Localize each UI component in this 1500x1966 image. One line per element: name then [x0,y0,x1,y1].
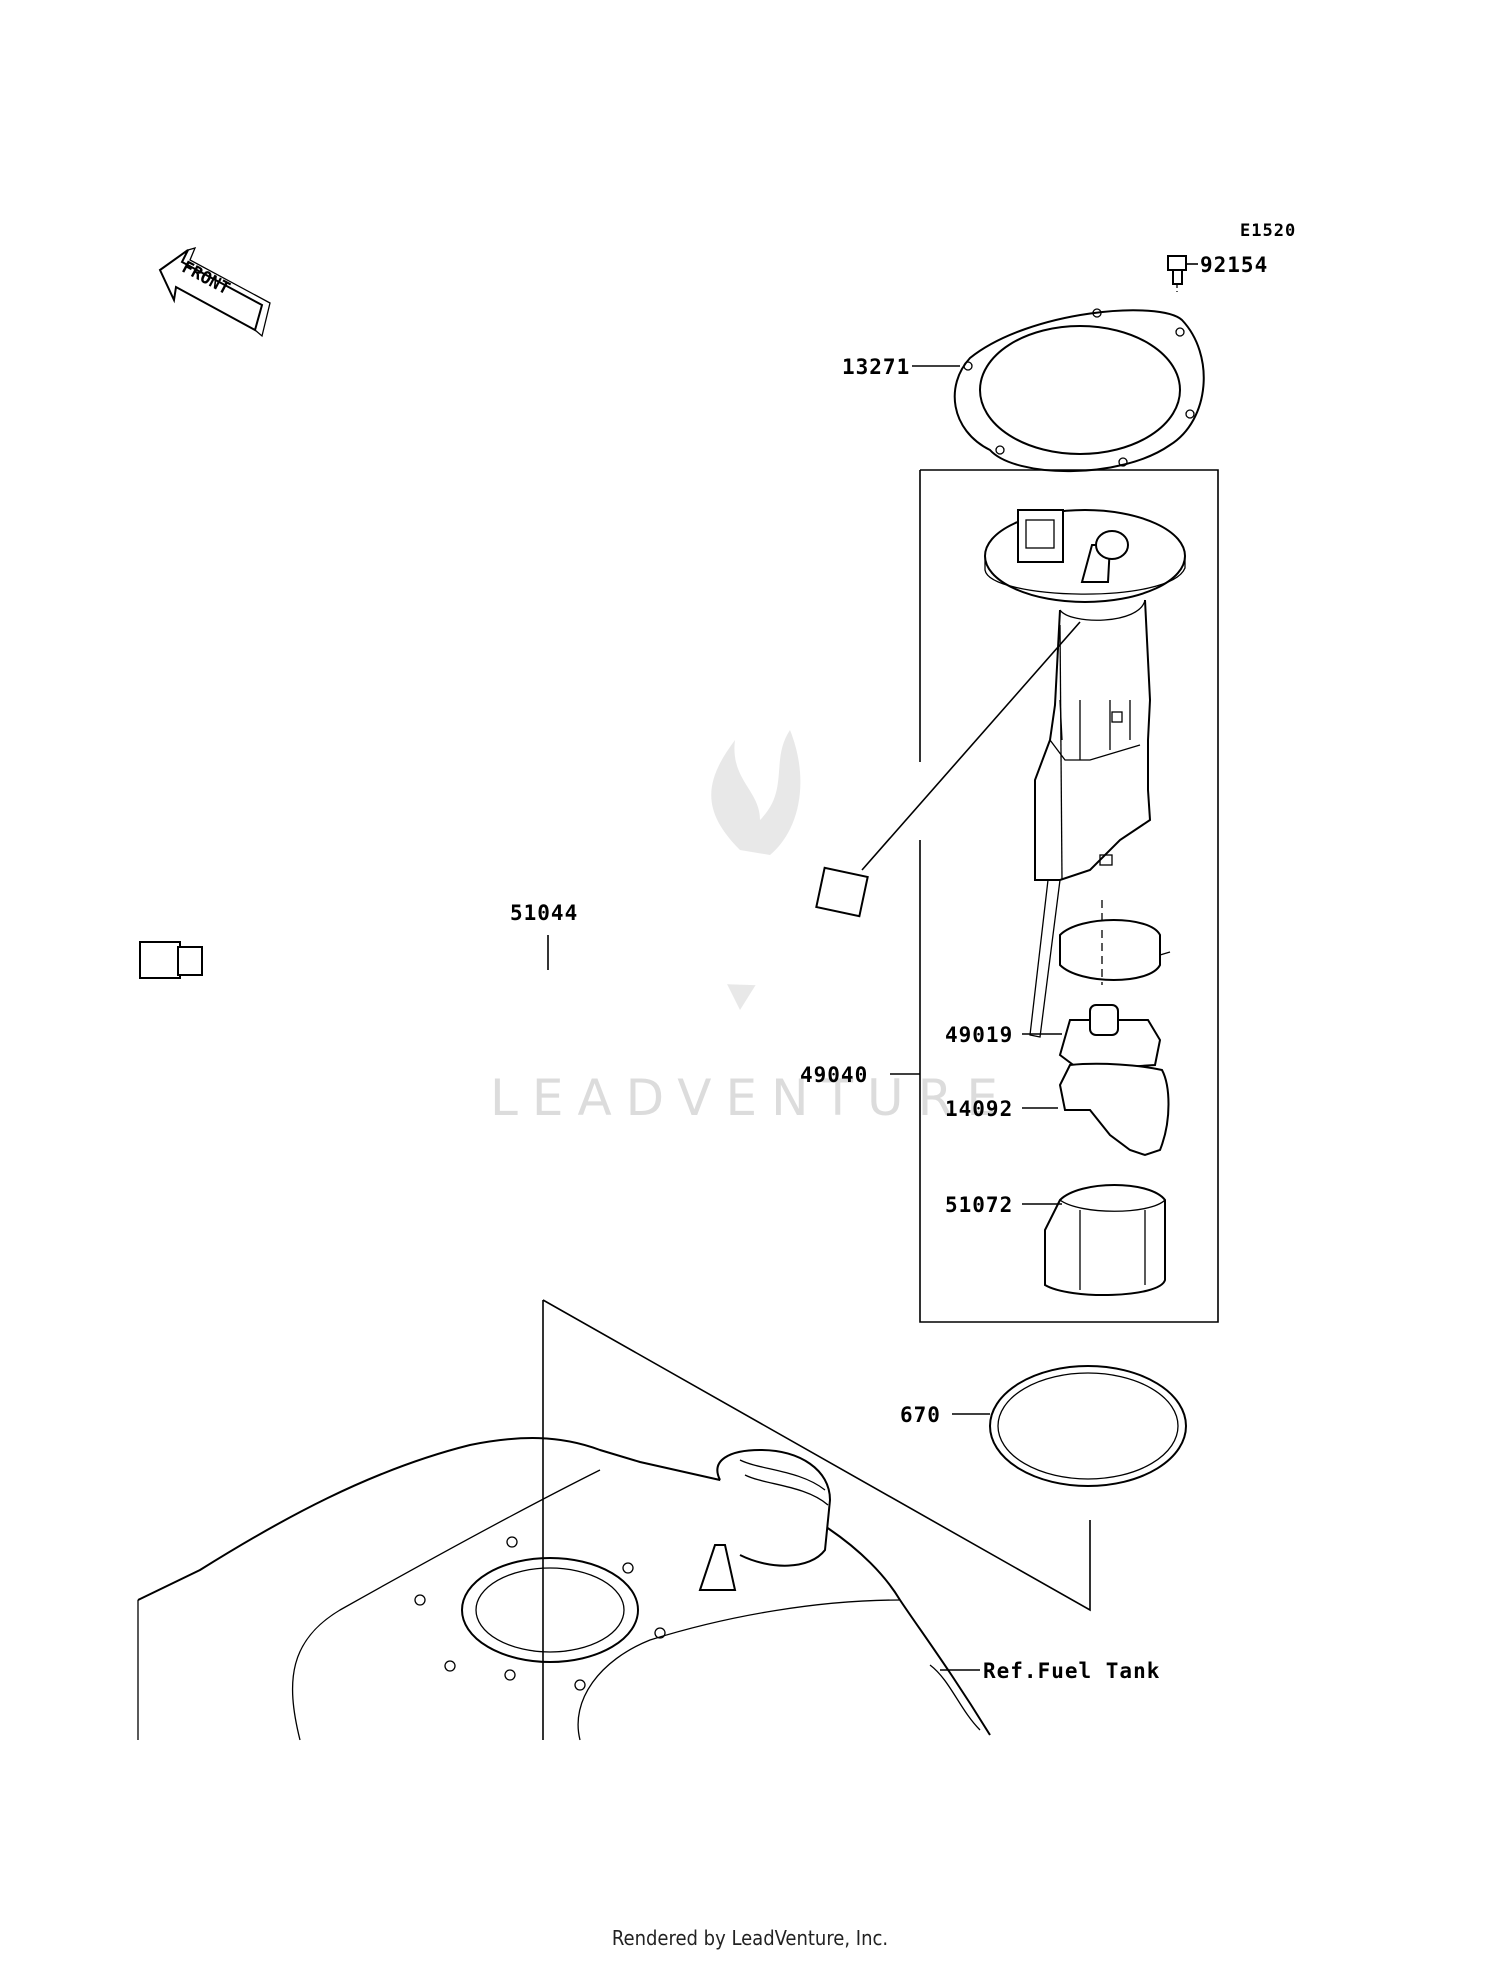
reference-label[interactable]: Ref.Fuel Tank [983,1659,1160,1683]
pump-filter [1059,919,1171,985]
reference-leader [542,1299,1091,1612]
part-label-670[interactable]: 670 [900,1403,941,1427]
part-label-51044[interactable]: 51044 [510,901,578,925]
cup-51072 [1022,1184,1166,1296]
watermark-text: LEADVENTURE [490,1069,1012,1127]
o-ring-670 [952,1365,1187,1487]
assembly-frame [919,469,1219,1323]
gasket-13271 [912,308,1205,473]
fuel-tank [137,1437,991,1741]
part-label-92154[interactable]: 92154 [1200,253,1268,277]
part-label-49019[interactable]: 49019 [945,1023,1013,1047]
bracket-14092 [1022,1062,1170,1157]
regulator-49019 [1022,1004,1162,1072]
front-arrow-icon: FRONT [158,247,271,338]
part-label-51072[interactable]: 51072 [945,1193,1013,1217]
part-label-14092[interactable]: 14092 [945,1097,1013,1121]
fuel-pump-assembly [984,509,1186,1038]
wire-harness-51044 [139,621,1081,1046]
diagram-code: E1520 [1240,221,1296,241]
part-label-13271[interactable]: 13271 [842,355,910,379]
bolt-92154 [1167,255,1198,292]
footer-credit: Rendered by LeadVenture, Inc. [611,1926,889,1950]
part-label-49040[interactable]: 49040 [800,1063,868,1087]
